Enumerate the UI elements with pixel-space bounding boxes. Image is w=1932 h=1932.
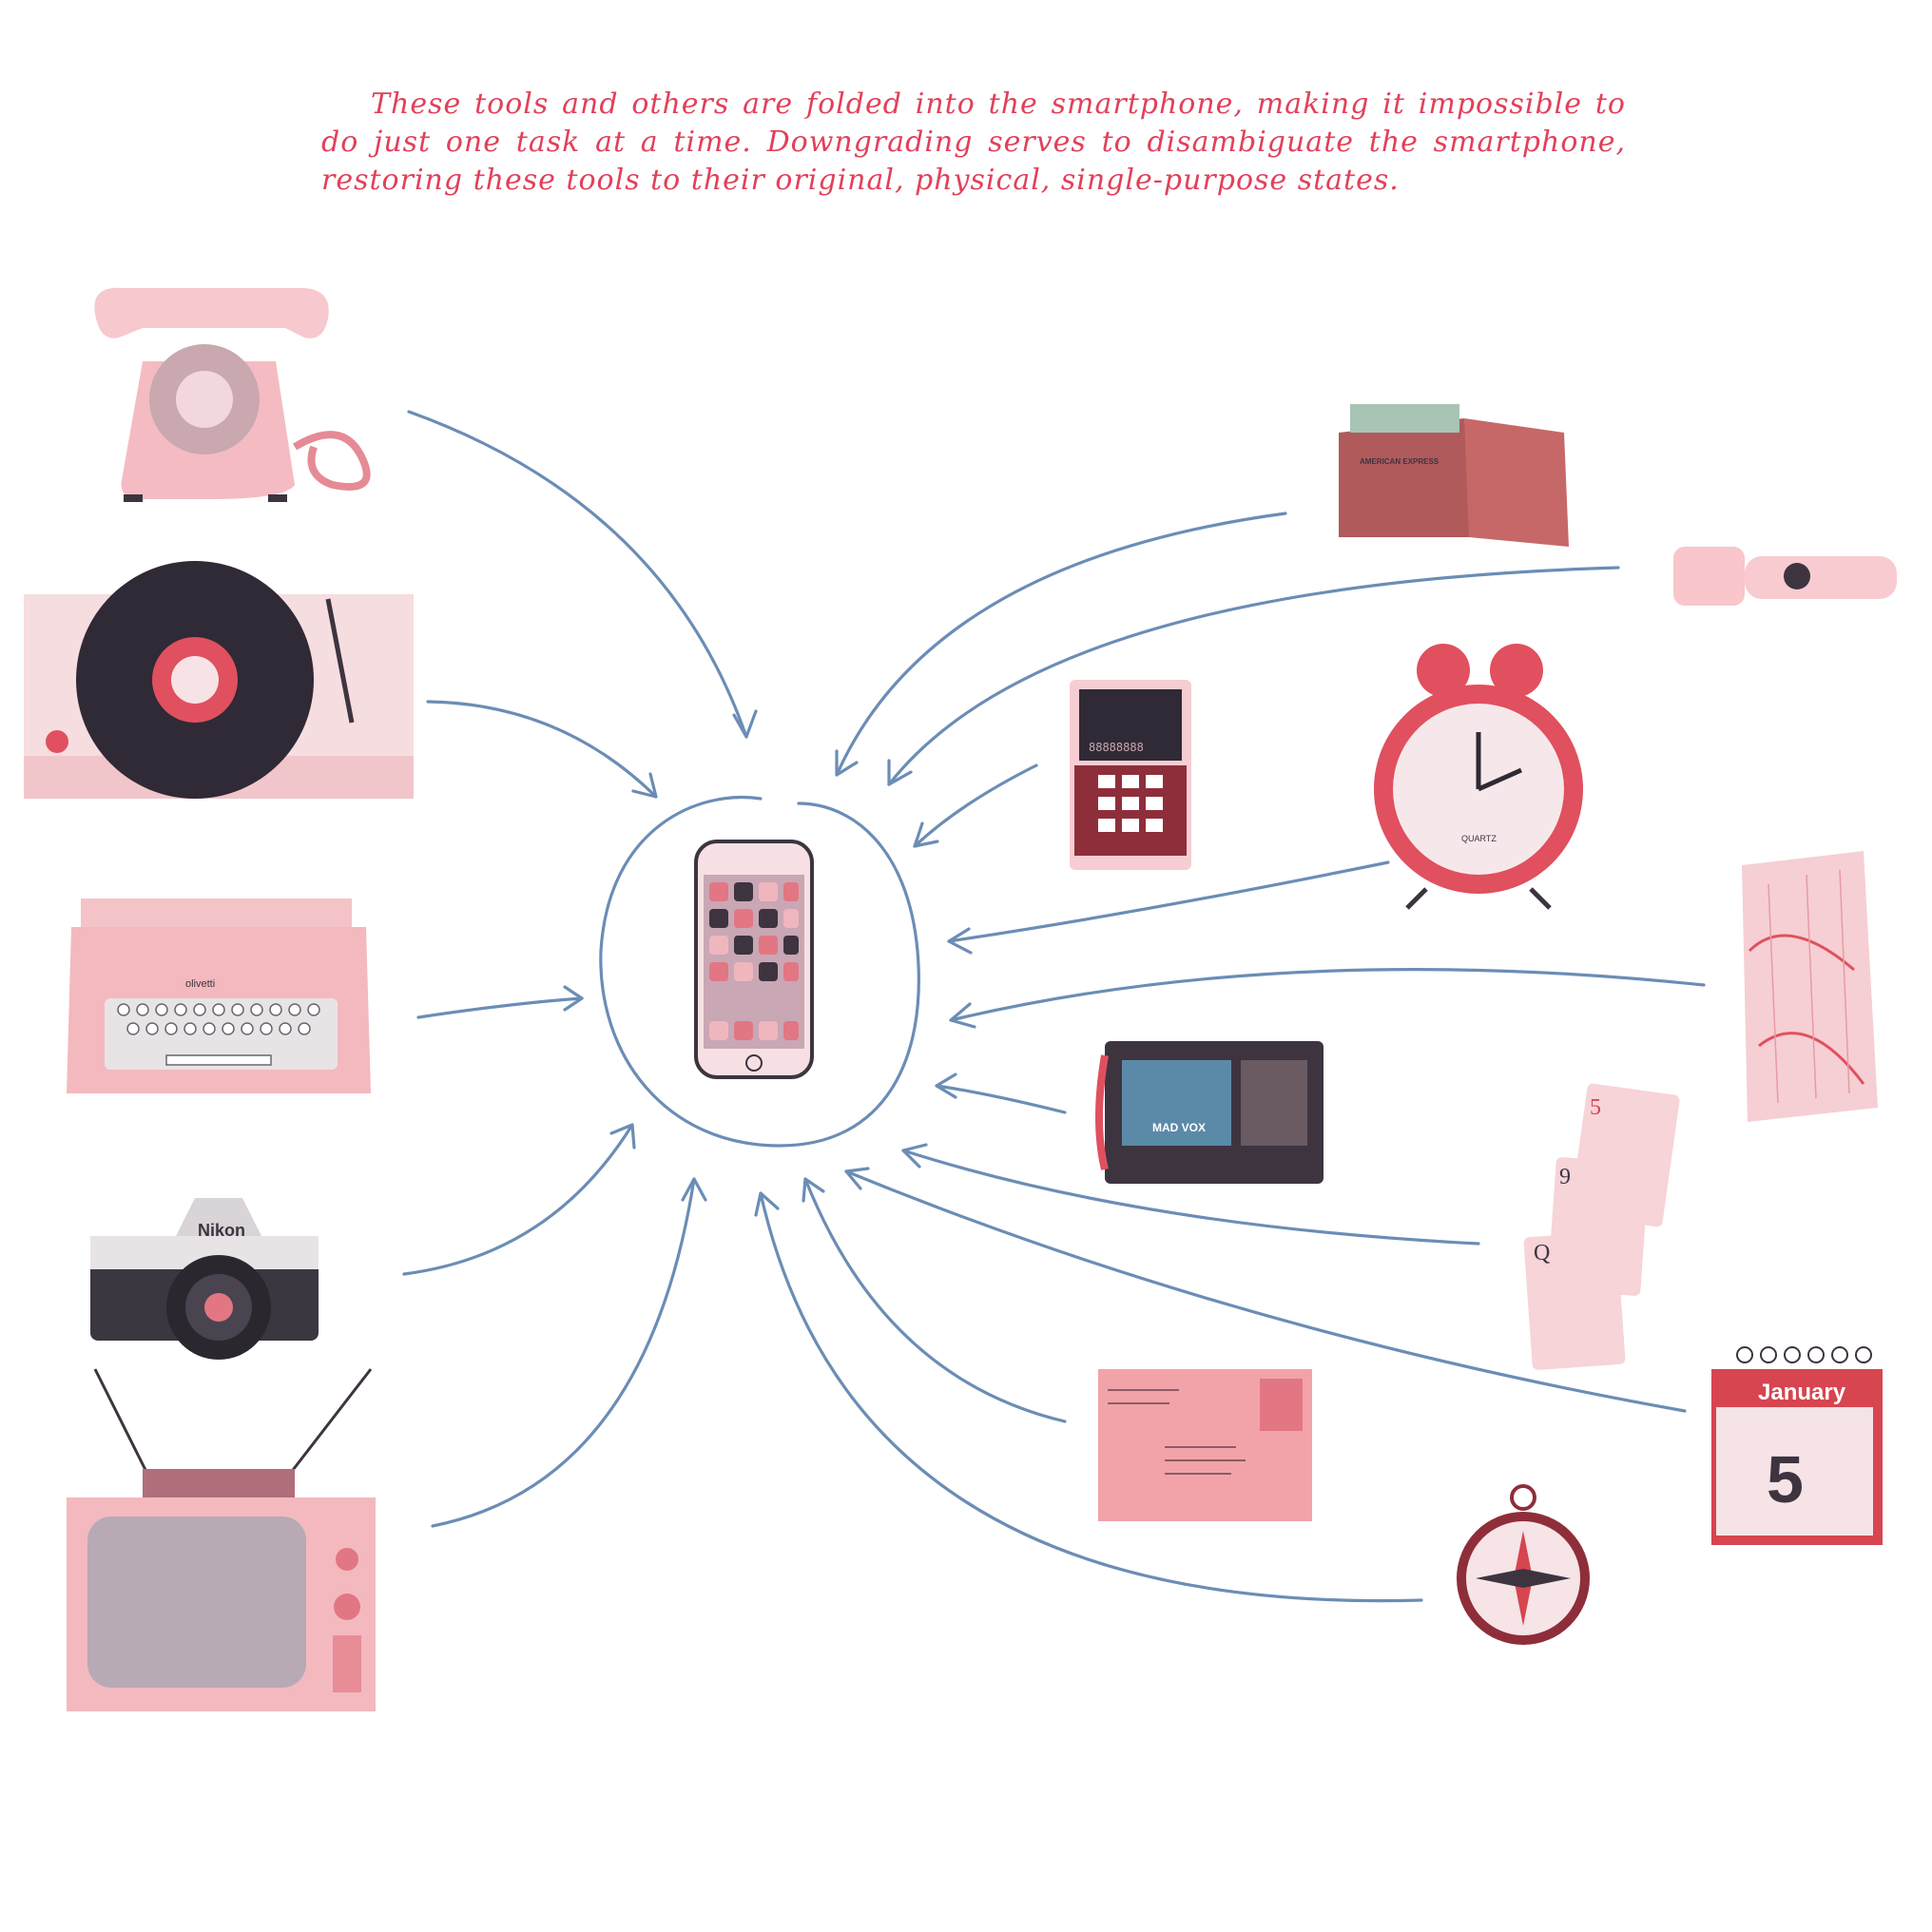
arrows-right — [754, 512, 1706, 1603]
svg-text:QUARTZ: QUARTZ — [1461, 834, 1497, 843]
caption-text: These tools and others are folded into t… — [321, 87, 1626, 197]
typewriter-icon: olivetti — [67, 898, 371, 1093]
playing-cards-icon: 5 9 Q — [1523, 1083, 1680, 1370]
television-icon — [67, 1368, 376, 1711]
wallet-icon: AMERICAN EXPRESS — [1339, 404, 1569, 547]
svg-text:88888888: 88888888 — [1089, 741, 1144, 754]
svg-text:January: January — [1758, 1380, 1846, 1405]
camera-icon: Nikon — [90, 1198, 319, 1360]
svg-text:AMERICAN EXPRESS: AMERICAN EXPRESS — [1360, 457, 1439, 466]
compass-icon — [1457, 1484, 1590, 1645]
record-player-icon — [24, 561, 414, 799]
svg-text:Nikon: Nikon — [198, 1221, 245, 1240]
svg-text:Q: Q — [1534, 1241, 1550, 1265]
svg-text:5: 5 — [1590, 1095, 1601, 1120]
flashlight-icon — [1673, 547, 1897, 606]
alarm-clock-icon: QUARTZ — [1374, 644, 1583, 910]
map-icon — [1742, 851, 1878, 1122]
rotary-telephone-icon — [94, 287, 371, 502]
center-circle — [599, 795, 920, 1148]
smartphone-icon — [694, 840, 814, 1079]
calculator-icon: 88888888 — [1070, 680, 1191, 870]
svg-text:5: 5 — [1767, 1442, 1804, 1517]
calendar-icon: January 5 — [1711, 1346, 1883, 1545]
arrows-left — [402, 410, 758, 1528]
cassette-radio-icon: MAD VOX — [1095, 1041, 1323, 1184]
svg-text:olivetti: olivetti — [185, 978, 215, 990]
envelope-icon — [1098, 1369, 1312, 1521]
svg-text:9: 9 — [1559, 1165, 1571, 1189]
svg-text:MAD VOX: MAD VOX — [1152, 1121, 1206, 1134]
